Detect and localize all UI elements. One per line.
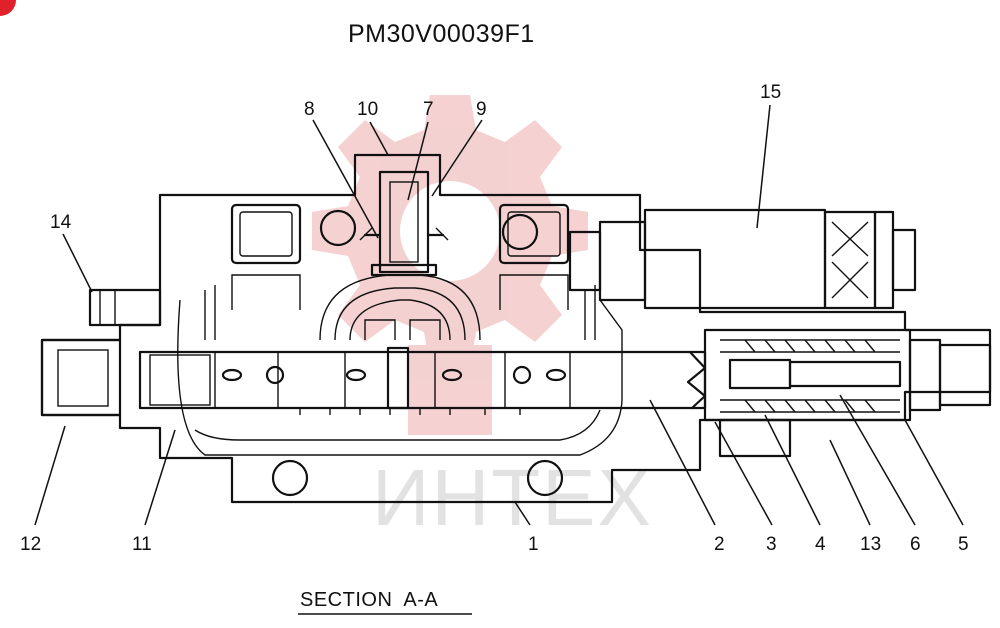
left-fitting (88, 288, 162, 327)
part-label-7: 7 (423, 99, 434, 120)
relief-valve (568, 208, 917, 310)
part-label-8: 8 (304, 99, 315, 120)
drawing-id: PM30V00039F1 (348, 20, 535, 48)
corner-mark (0, 0, 16, 16)
part-label-4: 4 (815, 534, 826, 555)
watermark-text: ИНТЕХ (372, 453, 653, 542)
part-label-9: 9 (476, 99, 487, 120)
part-label-3: 3 (766, 534, 777, 555)
part-label-14: 14 (50, 212, 72, 233)
main-spool (40, 338, 707, 417)
part-labels: 8 10 7 9 15 14 12 11 1 2 3 4 13 6 5 (20, 82, 969, 555)
leader-lines (34, 104, 964, 526)
part-label-13: 13 (860, 534, 881, 555)
part-label-10: 10 (357, 99, 378, 120)
part-label-15: 15 (760, 82, 781, 103)
section-title: SECTION A-A (300, 589, 438, 611)
part-label-1: 1 (528, 534, 539, 555)
part-label-11: 11 (132, 534, 152, 555)
part-label-12: 12 (20, 534, 41, 555)
part-label-2: 2 (714, 534, 725, 555)
valve-body (40, 153, 992, 504)
part-label-6: 6 (910, 534, 921, 555)
spring-cap (703, 328, 992, 458)
part-label-5: 5 (958, 534, 969, 555)
watermark-gear (312, 95, 588, 435)
check-poppet (359, 170, 449, 277)
